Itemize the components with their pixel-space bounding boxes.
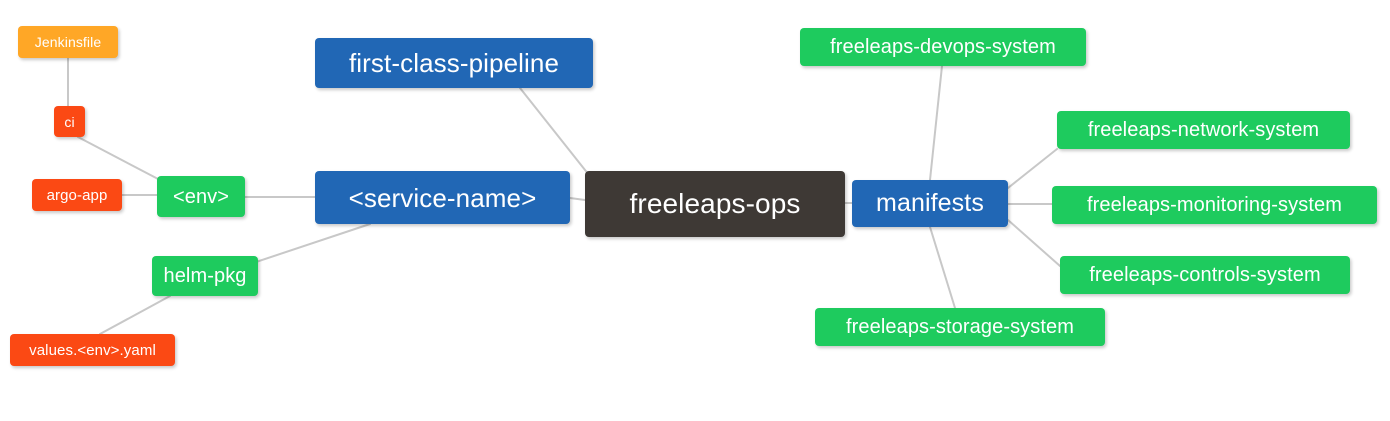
node-label: freeleaps-network-system <box>1087 119 1320 141</box>
node-label: freeleaps-devops-system <box>830 36 1056 58</box>
node-ci[interactable]: ci <box>54 106 85 137</box>
node-label: first-class-pipeline <box>348 48 560 78</box>
node-label: Jenkinsfile <box>34 34 102 50</box>
node-argo-app[interactable]: argo-app <box>32 179 122 211</box>
node-first-class-pipeline[interactable]: first-class-pipeline <box>315 38 593 88</box>
edge-manifests-to-freeleaps-storage-system <box>929 226 956 309</box>
node-label: freeleaps-storage-system <box>845 316 1075 338</box>
node-label: freeleaps-monitoring-system <box>1086 194 1342 216</box>
node-jenkinsfile[interactable]: Jenkinsfile <box>18 26 118 58</box>
node-manifests[interactable]: manifests <box>852 180 1008 227</box>
node-freeleaps-storage-system[interactable]: freeleaps-storage-system <box>815 308 1105 346</box>
node-service-name[interactable]: <service-name> <box>315 171 570 224</box>
node-label: freeleaps-ops <box>629 188 801 219</box>
edge-manifests-to-freeleaps-controls-system <box>1007 219 1061 267</box>
node-helm-pkg[interactable]: helm-pkg <box>152 256 258 296</box>
node-label: ci <box>64 113 75 130</box>
edge-env-to-ci <box>77 136 161 181</box>
node-env[interactable]: <env> <box>157 176 245 217</box>
edge-manifests-to-freeleaps-devops-system <box>929 65 943 181</box>
node-label: <env> <box>172 185 230 208</box>
edge-freeleaps-ops-to-service-name <box>569 197 586 201</box>
node-label: manifests <box>876 189 984 217</box>
node-freeleaps-ops[interactable]: freeleaps-ops <box>585 171 845 237</box>
node-label: freeleaps-controls-system <box>1089 264 1321 286</box>
edge-helm-pkg-to-values-env-yaml <box>99 295 171 335</box>
edge-manifests-to-freeleaps-network-system <box>1007 148 1058 189</box>
node-values-env-yaml[interactable]: values.<env>.yaml <box>10 334 175 366</box>
node-freeleaps-monitoring-system[interactable]: freeleaps-monitoring-system <box>1052 186 1377 224</box>
node-label: helm-pkg <box>163 265 247 287</box>
node-label: argo-app <box>46 186 108 204</box>
node-freeleaps-network-system[interactable]: freeleaps-network-system <box>1057 111 1350 149</box>
node-label: <service-name> <box>348 182 537 213</box>
node-freeleaps-devops-system[interactable]: freeleaps-devops-system <box>800 28 1086 66</box>
node-label: values.<env>.yaml <box>29 341 156 359</box>
edge-freeleaps-ops-to-first-class-pipeline <box>519 87 590 176</box>
node-freeleaps-controls-system[interactable]: freeleaps-controls-system <box>1060 256 1350 294</box>
edge-service-name-to-helm-pkg <box>249 223 371 265</box>
